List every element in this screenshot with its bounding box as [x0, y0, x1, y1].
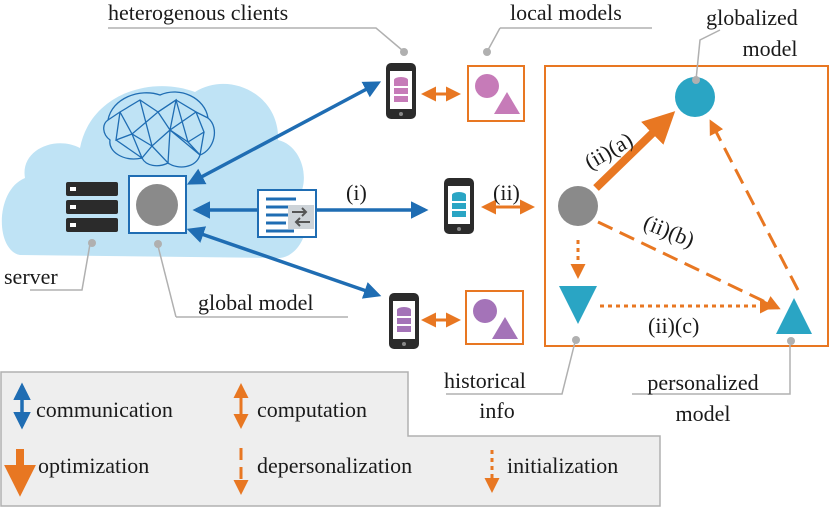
- communication-arrows: [186, 81, 429, 299]
- local-model-circle: [558, 186, 598, 226]
- personalization-box: [544, 65, 829, 347]
- triangle-icon: [494, 92, 520, 114]
- historical-info-label-2: info: [479, 398, 514, 423]
- legend-optimization-label: optimization: [38, 453, 149, 478]
- circle-icon: [136, 184, 178, 226]
- globalized-model-circle: [675, 77, 715, 117]
- phone-icon-middle: [444, 178, 474, 234]
- server-label: server: [4, 264, 58, 289]
- optimization-arrow: [593, 111, 676, 191]
- globalized-model-label-1: globalized: [706, 5, 798, 30]
- step-ii-label: (ii): [493, 180, 520, 205]
- server-rack-icon: [66, 182, 118, 232]
- phone-icon-bottom: [389, 293, 419, 349]
- step-ii-c-label: (ii)(c): [648, 313, 699, 338]
- personalized-model-triangle: [776, 298, 812, 334]
- historical-info-triangle: [559, 286, 597, 324]
- legend-computation-label: computation: [257, 397, 367, 422]
- globalized-model-label-2: model: [743, 36, 798, 61]
- leader-lines: [30, 27, 791, 395]
- global-model-box: [128, 175, 187, 234]
- local-models-label: local models: [510, 0, 622, 25]
- global-model-label: global model: [198, 290, 313, 315]
- computation-arrows: [421, 86, 535, 328]
- legend-depersonalization-label: depersonalization: [257, 453, 412, 478]
- step-i-label: (i): [346, 180, 367, 205]
- personalized-model-label-2: model: [676, 401, 731, 426]
- step-ii-a-label: (ii)(a): [580, 127, 637, 174]
- depersonalization-arrow-global: [709, 119, 800, 291]
- triangle-icon: [492, 317, 518, 339]
- phone-icon-top: [386, 63, 416, 119]
- leader-dots: [88, 48, 795, 345]
- legend: communication computation optimization d…: [0, 371, 661, 507]
- legend-initialization-label: initialization: [507, 453, 618, 478]
- depersonalization-arrow-b: [597, 220, 781, 310]
- historical-info-label-1: historical: [444, 368, 526, 393]
- circle-icon: [475, 74, 499, 98]
- circle-icon: [473, 299, 497, 323]
- personalized-model-label-1: personalized: [647, 370, 758, 395]
- local-model-box-top: [467, 65, 525, 122]
- heterogenous-clients-label: heterogenous clients: [108, 0, 288, 25]
- legend-communication-label: communication: [36, 397, 173, 422]
- document-icon: [257, 189, 317, 238]
- local-model-box-bottom: [465, 290, 524, 345]
